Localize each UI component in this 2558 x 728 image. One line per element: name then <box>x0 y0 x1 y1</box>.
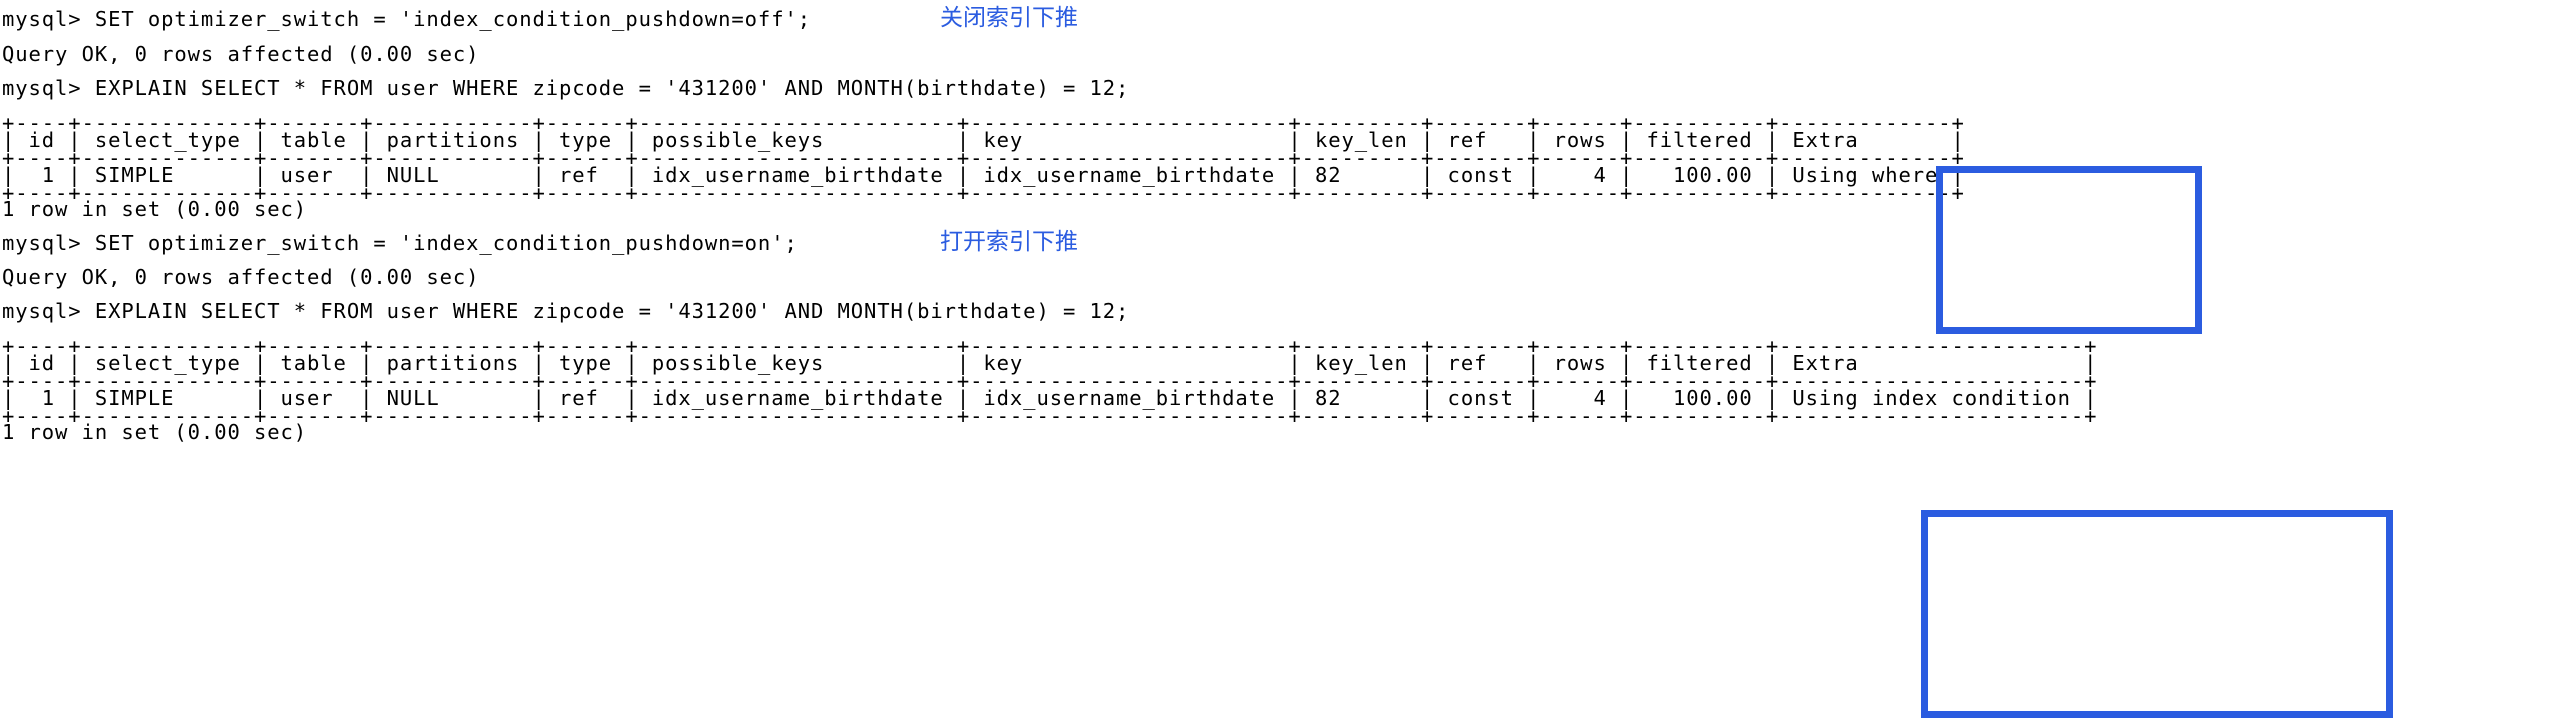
table-2-border-bottom: +----+-------------+-------+------------… <box>2 404 2098 428</box>
table-1-border-top: +----+-------------+-------+------------… <box>2 111 1965 135</box>
table-2-data-row: | 1 | SIMPLE | user | NULL | ref | idx_u… <box>2 386 2098 410</box>
command-line-explain-1: mysql> EXPLAIN SELECT * FROM user WHERE … <box>2 76 1130 100</box>
table-2-header-row: | id | select_type | table | partitions … <box>2 351 2098 375</box>
table-2-border-top: +----+-------------+-------+------------… <box>2 334 2098 358</box>
table-2-border-middle: +----+-------------+-------+------------… <box>2 369 2098 393</box>
result-line-rows-in-set-2: 1 row in set (0.00 sec) <box>2 420 308 444</box>
table-1-data-row: | 1 | SIMPLE | user | NULL | ref | idx_u… <box>2 163 1965 187</box>
result-line-rows-in-set-1: 1 row in set (0.00 sec) <box>2 197 308 221</box>
command-line-set-pushdown-off: mysql> SET optimizer_switch = 'index_con… <box>2 7 811 31</box>
table-1-border-middle: +----+-------------+-------+------------… <box>2 146 1965 170</box>
highlight-box-extra-column-table-1 <box>1936 166 2202 334</box>
table-1-header-row: | id | select_type | table | partitions … <box>2 128 1965 152</box>
result-line-query-ok-1: Query OK, 0 rows affected (0.00 sec) <box>2 42 480 66</box>
highlight-box-extra-column-table-2 <box>1921 510 2393 718</box>
table-1-border-bottom: +----+-------------+-------+------------… <box>2 181 1965 205</box>
result-line-query-ok-2: Query OK, 0 rows affected (0.00 sec) <box>2 265 480 289</box>
command-line-explain-2: mysql> EXPLAIN SELECT * FROM user WHERE … <box>2 299 1130 323</box>
command-line-set-pushdown-on: mysql> SET optimizer_switch = 'index_con… <box>2 231 798 255</box>
annotation-pushdown-on: 打开索引下推 <box>940 229 1078 255</box>
annotation-pushdown-off: 关闭索引下推 <box>940 5 1078 31</box>
